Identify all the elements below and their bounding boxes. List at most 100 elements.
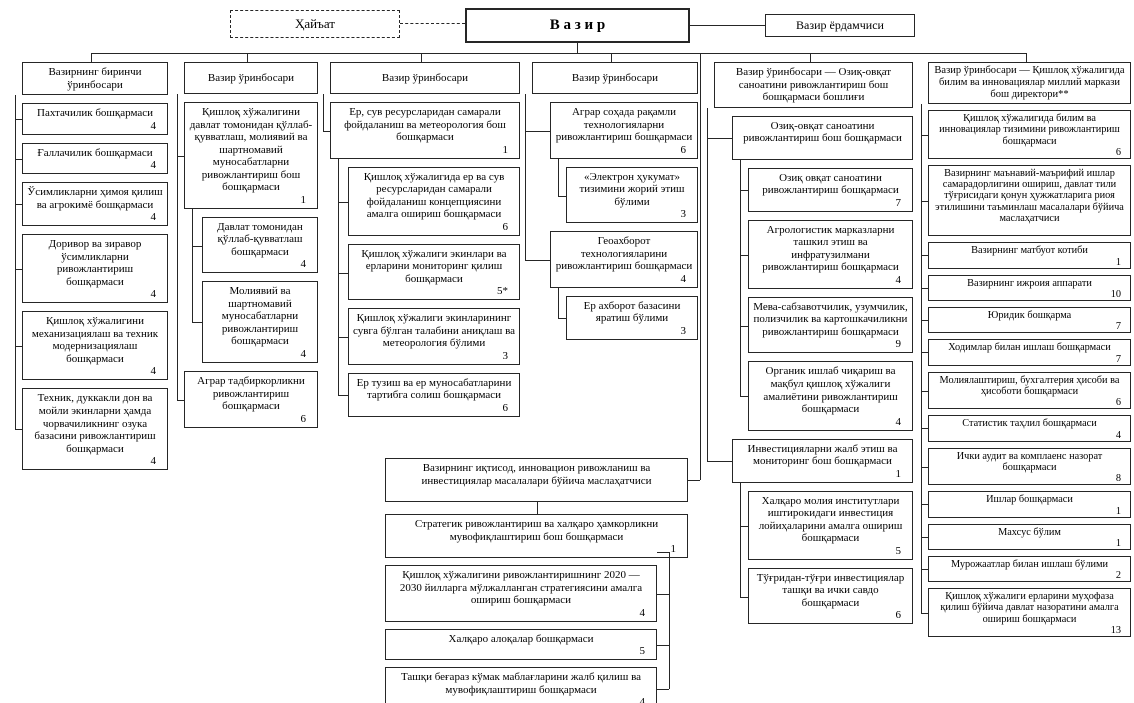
org-unit-box: Юридик бошқарма 7 bbox=[928, 307, 1131, 334]
org-unit-label: Ташқи беғараз кўмак маблағларини жалб қи… bbox=[400, 671, 642, 696]
org-unit-box: Қишлоқ хўжалигини механизациялаш ва техн… bbox=[22, 311, 168, 381]
staff-count: 7 bbox=[1115, 321, 1121, 333]
org-unit-label: Қишлоқ хўжалигини механизациялаш ва техн… bbox=[31, 315, 159, 365]
staff-count: 3 bbox=[502, 349, 509, 362]
org-unit-box: Аграр тадбиркорликни ривожлантириш бошқа… bbox=[184, 370, 318, 428]
connector-line bbox=[740, 525, 748, 527]
staff-count: 4 bbox=[895, 415, 902, 428]
staff-count: 4 bbox=[150, 159, 157, 172]
org-unit-label: Қишлоқ хўжалиги ерларини муҳофаза қилиш … bbox=[940, 591, 1119, 625]
staff-count: 4 bbox=[680, 272, 687, 285]
org-unit-label: Озиқ-овқат саноатини ривожлантириш бош б… bbox=[743, 119, 902, 145]
org-unit-label: Молиявий ва шартномавий муносабатларни р… bbox=[221, 285, 299, 348]
org-unit-label: Техник, дуккакли дон ва мойли экинларни … bbox=[34, 392, 156, 455]
connector-line bbox=[920, 504, 928, 506]
connector-line bbox=[920, 201, 928, 203]
connector-line bbox=[14, 95, 16, 429]
connector-line bbox=[524, 94, 526, 260]
staff-count bbox=[737, 146, 908, 157]
org-unit-box: Мева-сабзавотчилик, узумчилик, полизчили… bbox=[748, 296, 913, 354]
org-unit-label: Статистик таҳлил бошқармаси bbox=[962, 418, 1097, 430]
org-unit-box: Агрологистик марказларни ташкил этиш ва … bbox=[748, 219, 913, 289]
org-unit-box: Қишлоқ хўжалиги экинларининг сувга бўлга… bbox=[348, 308, 520, 365]
org-unit-box: Инвестицияларни жалб этиш ва мониторинг … bbox=[732, 438, 913, 483]
org-unit-box: Ташқи беғараз кўмак маблағларини жалб қи… bbox=[385, 667, 657, 703]
connector-line bbox=[700, 53, 702, 480]
collegium-label: Ҳайъат bbox=[295, 16, 335, 31]
connector-line bbox=[421, 53, 423, 62]
connector-line bbox=[920, 352, 928, 354]
connector-line bbox=[690, 25, 765, 27]
org-unit-label: Инвестицияларни жалб этиш ва мониторинг … bbox=[747, 442, 898, 468]
org-unit-label: «Электрон ҳукумат» тизимини жорий этиш б… bbox=[579, 170, 685, 208]
connector-line bbox=[809, 53, 811, 62]
connector-line bbox=[338, 395, 348, 397]
connector-line bbox=[558, 195, 566, 197]
org-unit-label: Халқаро молия институтлари иштирокидаги … bbox=[758, 494, 903, 545]
connector-line bbox=[247, 53, 249, 62]
org-unit-label: Ходимлар билан ишлаш бошқармаси bbox=[948, 342, 1111, 354]
org-unit-label: Мурожаатлар билан ишлаш бўлими bbox=[950, 558, 1108, 570]
staff-count: 7 bbox=[1115, 353, 1121, 365]
staff-count: 4 bbox=[639, 606, 646, 619]
org-unit-label: Қишлоқ хўжалигида билим ва инновациялар … bbox=[939, 112, 1120, 147]
collegium-box: Ҳайъат bbox=[230, 10, 400, 38]
connector-line bbox=[657, 552, 669, 554]
connector-line bbox=[176, 94, 178, 400]
connector-line bbox=[688, 480, 700, 482]
connector-line bbox=[338, 272, 348, 274]
org-unit-box: Молиялаштириш, бухгалтерия ҳисоби ва ҳис… bbox=[928, 371, 1131, 410]
org-unit-label: Вазир ўринбосари bbox=[381, 71, 469, 84]
org-unit-box: Молиявий ва шартномавий муносабатларни р… bbox=[202, 281, 318, 363]
connector-line bbox=[920, 569, 928, 571]
org-unit-label: Органик ишлаб чиқариш ва мақбул қишлоқ х… bbox=[763, 365, 898, 416]
org-unit-label: Вазирнинг ижроия аппарати bbox=[967, 277, 1092, 289]
connector-line bbox=[740, 596, 748, 598]
org-unit-label: Қишлоқ хўжалиги экинлари ва ерларини мон… bbox=[361, 247, 507, 285]
connector-line bbox=[740, 395, 748, 397]
org-unit-box: Мурожаатлар билан ишлаш бўлими 2 bbox=[928, 555, 1131, 583]
connector-line bbox=[920, 428, 928, 430]
org-unit-box: Қишлоқ хўжалигида ер ва сув ресурсларида… bbox=[348, 166, 520, 236]
org-unit-box: Халқаро молия институтлари иштирокидаги … bbox=[748, 490, 913, 560]
staff-count: 5 bbox=[895, 544, 902, 557]
org-unit-label: Вазирнинг матбуот котиби bbox=[971, 245, 1088, 257]
connector-line bbox=[14, 429, 22, 431]
staff-count: 2 bbox=[1115, 570, 1121, 582]
staff-count: 8 bbox=[1115, 473, 1121, 485]
org-unit-box: Ички аудит ва комплаенс назорат бошқарма… bbox=[928, 447, 1131, 486]
staff-count: 6 bbox=[895, 609, 902, 622]
staff-count: 4 bbox=[150, 455, 157, 468]
org-unit-box: Стратегик ривожлантириш ва халқаро ҳамко… bbox=[385, 514, 688, 559]
column-header: Вазир ўринбосари bbox=[532, 62, 698, 94]
staff-count: 1 bbox=[895, 467, 902, 480]
org-unit-label: Аграр тадбиркорликни ривожлантириш бошқа… bbox=[197, 374, 305, 413]
connector-line bbox=[176, 155, 184, 157]
org-unit-label: Қишлоқ хўжалигини ривожлантиришнинг 2020… bbox=[399, 569, 643, 607]
staff-count: 3 bbox=[680, 324, 687, 337]
org-unit-label: Стратегик ривожлантириш ва халқаро ҳамко… bbox=[414, 518, 659, 543]
column-header: Вазир ўринбосари — Қишлоқ хўжалигида бил… bbox=[928, 62, 1131, 104]
connector-line bbox=[669, 552, 671, 689]
org-unit-label: Юридик бошқарма bbox=[987, 310, 1072, 322]
org-unit-label: Вазир ўринбосари — Озиқ-овқат саноатини … bbox=[735, 66, 892, 104]
staff-count: 4 bbox=[150, 365, 157, 378]
staff-count: 4 bbox=[300, 258, 307, 271]
connector-line bbox=[192, 209, 194, 322]
staff-count: 4 bbox=[150, 119, 157, 132]
org-unit-box: Геоахборот технологияларини ривожлантири… bbox=[550, 231, 698, 288]
connector-line bbox=[706, 138, 732, 140]
connector-line bbox=[14, 119, 22, 121]
connector-line bbox=[176, 399, 184, 401]
staff-count: 4 bbox=[895, 273, 902, 286]
staff-count: 1 bbox=[502, 143, 509, 156]
connector-line bbox=[14, 268, 22, 270]
column-header: Вазир ўринбосари bbox=[330, 62, 520, 94]
org-unit-label: Мева-сабзавотчилик, узумчилик, полизчили… bbox=[753, 300, 908, 338]
connector-line bbox=[920, 391, 928, 393]
